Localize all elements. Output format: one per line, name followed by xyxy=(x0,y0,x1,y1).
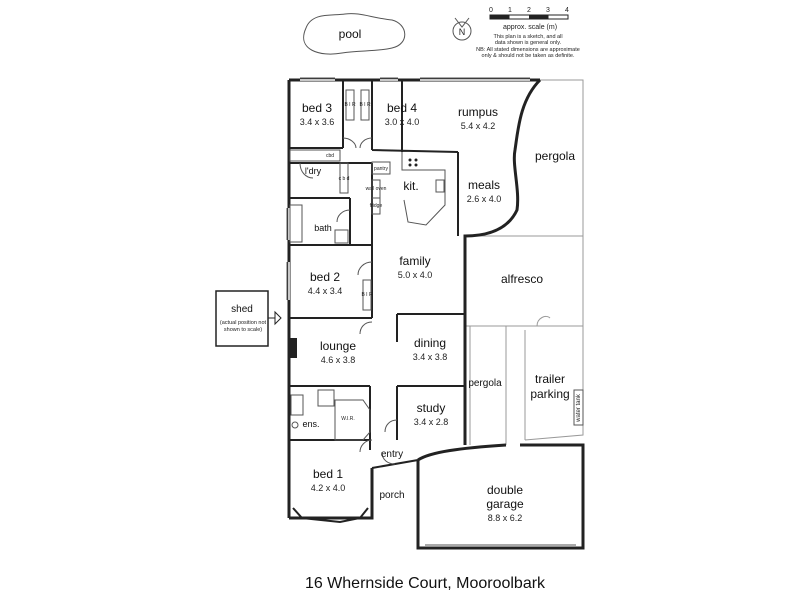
dining-dims: 3.4 x 3.8 xyxy=(413,352,448,362)
ldry-name: l'dry xyxy=(305,166,322,176)
scale-tick-4: 4 xyxy=(565,7,569,14)
scale-note-1: This plan is a sketch, and all xyxy=(493,34,562,40)
windows xyxy=(286,77,530,300)
kit-name: kit. xyxy=(403,179,418,193)
door-arcs xyxy=(299,137,398,465)
outer-wall-south-lower xyxy=(289,468,374,520)
trailer-name-2: parking xyxy=(530,387,569,401)
ldry-cupboard2-label: c b d xyxy=(339,176,350,182)
bed1-name: bed 1 xyxy=(313,467,343,481)
scale-label: approx. scale (m) xyxy=(503,24,557,31)
water-tank-outline xyxy=(573,389,584,426)
scale-tick-3: 3 xyxy=(546,7,550,14)
family-dims: 5.0 x 4.0 xyxy=(398,270,433,280)
bath-name: bath xyxy=(314,223,332,233)
bed2-dims: 4.4 x 3.4 xyxy=(308,286,343,296)
scale-tick-0: 0 xyxy=(489,7,493,14)
garage-name-1: double xyxy=(487,483,523,497)
scale-note-3: NB: All stated dimensions are approximat… xyxy=(476,47,580,53)
shed-arrow xyxy=(268,310,282,326)
bed3-name: bed 3 xyxy=(302,101,332,115)
alfresco-door-arc xyxy=(536,315,551,327)
alfresco-outline xyxy=(465,235,584,327)
wir-label: W.I.R. xyxy=(341,416,355,422)
scale-tick-1: 1 xyxy=(508,7,512,14)
ldry-cupboard-label: cbd xyxy=(326,153,334,159)
wall-oven-label: wall oven xyxy=(366,186,387,192)
scale-tick-2: 2 xyxy=(527,7,531,14)
study-dims: 3.4 x 2.8 xyxy=(414,417,449,427)
bed1-dims: 4.2 x 4.0 xyxy=(311,483,346,493)
pantry-label: pantry xyxy=(374,166,388,172)
garage-dims: 8.8 x 6.2 xyxy=(488,513,523,523)
scale-bar: 0 1 2 3 4 approx. scale (m) This plan is… xyxy=(476,7,580,59)
bir-bed2-label: B I R xyxy=(361,292,373,298)
lounge-name: lounge xyxy=(320,339,356,353)
bed4-dims: 3.0 x 4.0 xyxy=(385,117,420,127)
shed-note-2: shown to scale) xyxy=(224,327,262,333)
shed-outline xyxy=(215,290,269,347)
fixtures: B I R B I R cbd c b d pantry wall oven f… xyxy=(289,89,446,441)
meals-dims: 2.6 x 4.0 xyxy=(467,194,502,204)
bir-right-label: B I R xyxy=(359,102,371,108)
bed1-bay-window xyxy=(292,507,369,524)
pergola-top-name: pergola xyxy=(535,149,575,163)
family-name: family xyxy=(399,254,430,268)
outer-wall-east-upper xyxy=(463,78,542,445)
garage-name-2: garage xyxy=(486,497,524,511)
scale-note-4: only & should not be taken as definite. xyxy=(482,53,575,59)
pool-outline xyxy=(303,13,406,55)
shed-name: shed xyxy=(231,304,253,315)
bed3-dims: 3.4 x 3.6 xyxy=(300,117,335,127)
shed-note-1: (actual position not xyxy=(220,320,267,326)
porch-name: porch xyxy=(379,490,404,501)
rumpus-dims: 5.4 x 4.2 xyxy=(461,121,496,131)
bed4-name: bed 4 xyxy=(387,101,417,115)
dining-name: dining xyxy=(414,336,446,350)
ens-name: ens. xyxy=(302,419,319,429)
study-name: study xyxy=(417,401,446,415)
bir-left-label: B I R xyxy=(344,102,356,108)
compass-letter: N xyxy=(459,27,466,37)
address-title: 16 Whernside Court, Mooroolbark xyxy=(305,575,546,592)
north-compass-icon: N xyxy=(452,17,472,41)
meals-name: meals xyxy=(468,178,500,192)
pergola-mid-name: pergola xyxy=(468,378,502,389)
trailer-name-1: trailer xyxy=(535,372,565,386)
alfresco-name: alfresco xyxy=(501,272,543,286)
fridge-label: fridge xyxy=(370,203,383,209)
garage-wall xyxy=(416,443,585,550)
scale-note-2: data shown is general only. xyxy=(495,40,562,46)
pergola-mid-outline xyxy=(469,325,584,445)
rumpus-name: rumpus xyxy=(458,105,498,119)
water-tank-label: water tank xyxy=(576,393,582,423)
pool-label: pool xyxy=(339,27,362,41)
lounge-dims: 4.6 x 3.8 xyxy=(321,355,356,365)
entry-name: entry xyxy=(381,449,403,460)
bed2-name: bed 2 xyxy=(310,270,340,284)
